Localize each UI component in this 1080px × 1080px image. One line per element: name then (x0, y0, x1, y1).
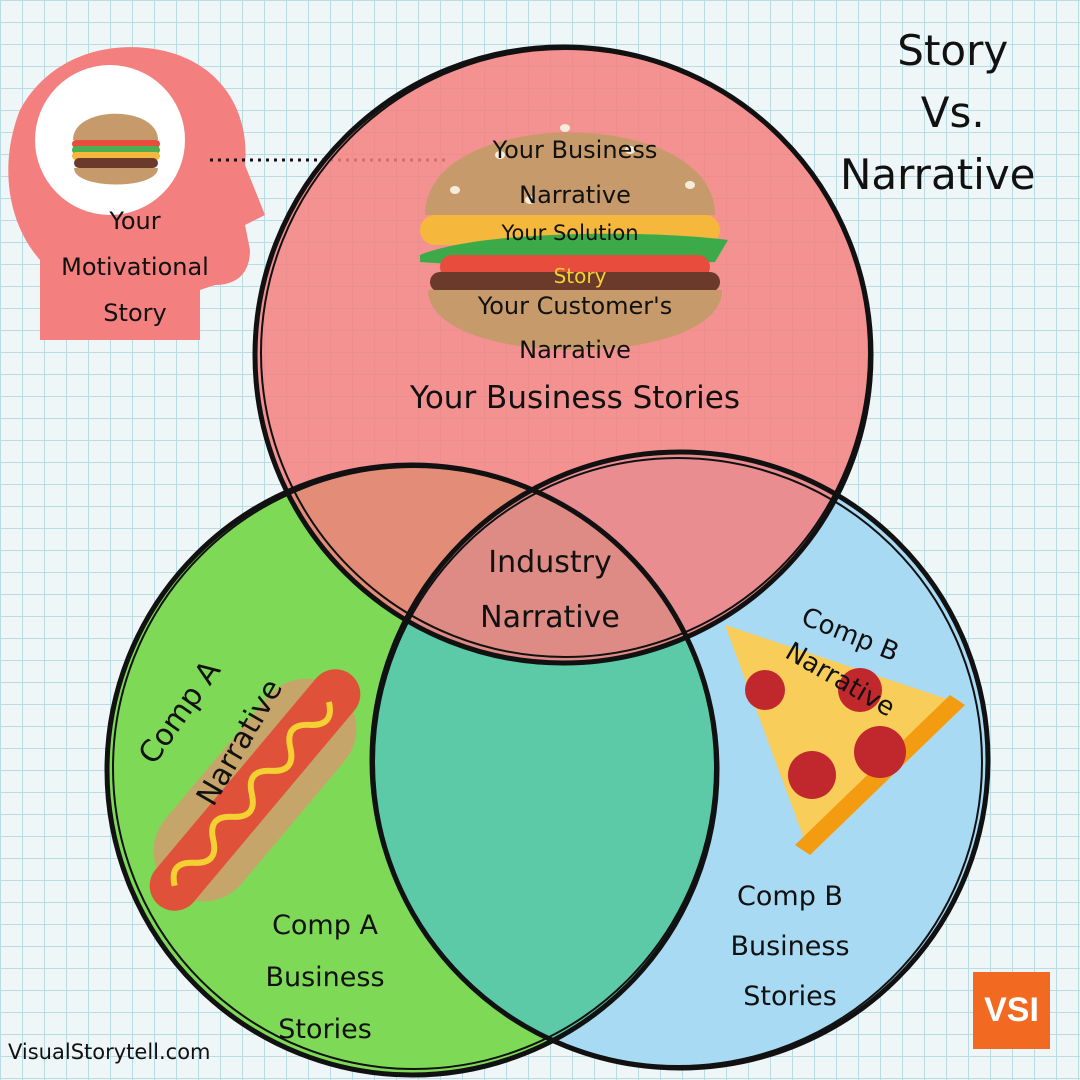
industry-label: Industry (488, 545, 612, 580)
label-line: Business (265, 962, 385, 993)
label-line: Comp B (737, 881, 843, 912)
burger-cheese-label: Your Solution (501, 221, 639, 245)
burger-bottom-label-2: Narrative (519, 336, 631, 364)
comp-b-business-label: Comp B Business Stories (705, 872, 875, 1022)
label-line: Motivational (61, 253, 209, 281)
burger-top-label-2: Narrative (519, 181, 631, 209)
title: Story Vs. Narrative (840, 20, 1036, 206)
hotdog-illustration (149, 669, 361, 911)
burger-tomato-label: Story (553, 264, 607, 288)
small-burger-icon (72, 113, 160, 185)
burger-top-label: Your Business (492, 136, 658, 164)
website-label: VisualStorytell.com (8, 1040, 211, 1064)
label-line: Business (730, 931, 850, 962)
industry-label-2: Narrative (480, 600, 620, 635)
title-line: Vs. (920, 88, 985, 137)
label-line: Stories (278, 1014, 372, 1045)
title-line: Narrative (840, 150, 1036, 199)
red-circle-label: Your Business Stories (410, 380, 740, 416)
burger-bottom-label: Your Customer's (477, 292, 673, 320)
vsi-logo: VSI (973, 972, 1050, 1049)
title-line: Story (897, 26, 1009, 75)
label-line: Your (109, 207, 161, 235)
burger-illustration (420, 124, 728, 350)
red-circle (255, 47, 871, 663)
label-line: Stories (743, 981, 837, 1012)
pizza-illustration (725, 625, 965, 855)
comp-a-business-label: Comp A Business Stories (240, 900, 410, 1056)
label-line: Story (103, 299, 167, 327)
motivational-story-label: Your Motivational Story (40, 198, 230, 336)
label-line: Comp A (272, 910, 378, 941)
